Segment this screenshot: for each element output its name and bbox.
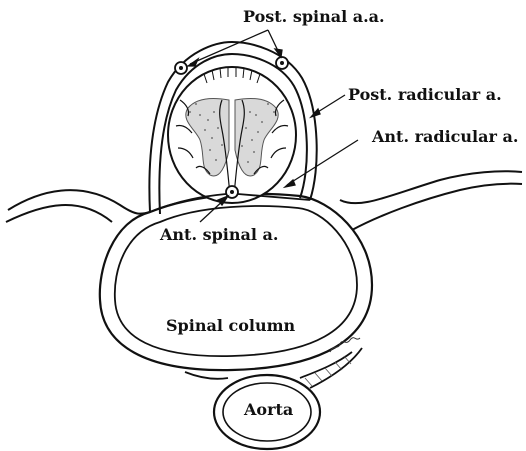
- post-spinal-artery-right: [276, 57, 288, 69]
- spinal-column: [100, 194, 372, 370]
- leader-ant-radicular: [287, 140, 358, 185]
- label-post-spinal: Post. spinal a.a.: [243, 8, 385, 26]
- right-branch-vessel: [340, 171, 522, 230]
- label-ant-spinal: Ant. spinal a.: [160, 226, 278, 244]
- label-spinal-column: Spinal column: [166, 317, 295, 335]
- label-post-radicular: Post. radicular a.: [348, 86, 502, 104]
- post-spinal-artery-left: [175, 62, 187, 74]
- label-ant-radicular: Ant. radicular a.: [372, 128, 518, 146]
- aorta-connector-hatching: [305, 356, 351, 386]
- left-branch-vessel: [6, 190, 150, 222]
- label-aorta: Aorta: [244, 401, 293, 419]
- spinal-cord: [168, 67, 296, 203]
- spinal-cord-outline: [168, 67, 296, 203]
